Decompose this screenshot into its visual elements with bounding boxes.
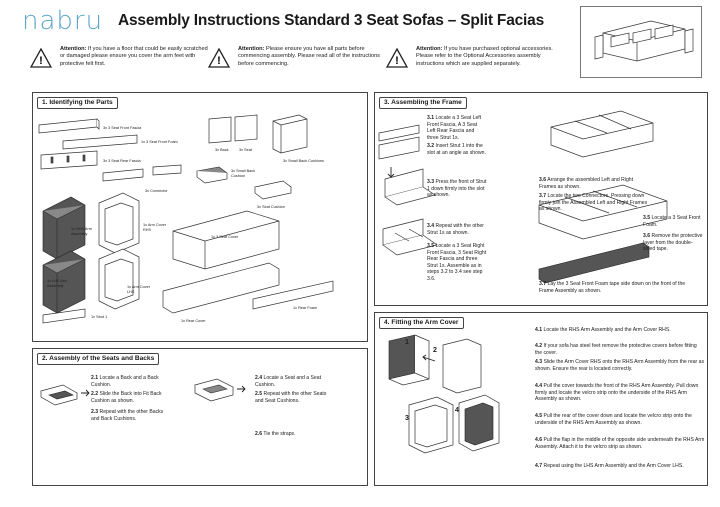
part-label: 3x Seat Cushion: [257, 205, 285, 209]
part-label: 3x Small Back Cushions: [283, 159, 324, 163]
step-3-1: 3.1 Locate a 3 Seat Left Front Fascia, A…: [427, 115, 482, 141]
warning-floor: ! Attention: If you have a floor that co…: [30, 46, 210, 86]
section-title: 4. Fitting the Arm Cover: [379, 317, 464, 329]
section-seats-backs: 2. Assembly of the Seats and Backs 2.1 L…: [32, 348, 368, 486]
callout-1: 1: [405, 339, 409, 346]
part-label: 1x Arm Cover LHS: [127, 285, 150, 294]
warning-text: Please ensure you have all parts before …: [238, 46, 380, 67]
step-2-4: 2.4 Locate a Seat and a Seat Cushion.: [255, 375, 322, 388]
step-3-7b: 3.7 Lay the 3 Seat Front Foam tape side …: [539, 281, 686, 294]
step-4-5: 4.5 Pull the rear of the cover down and …: [535, 413, 692, 426]
warning-triangle-icon: !: [386, 48, 408, 68]
parts-illustration: [38, 114, 334, 324]
svg-text:!: !: [217, 55, 221, 67]
nabru-logo: nabru: [22, 6, 104, 36]
section-assembling-frame: 3. Assembling the Frame 3.1 Locate a 3 S…: [374, 92, 708, 306]
arm-cover-illustration: [388, 334, 500, 454]
part-label: 3x Seat: [239, 148, 252, 152]
step-2-1: 2.1 Locate a Back and a Back Cushion.: [91, 375, 159, 388]
warning-label: Attention:: [238, 46, 265, 52]
step-3-2: 3.2 Insert Strut 1 into the slot at an a…: [427, 143, 486, 156]
step-3-6b: 3.6 Remove the protective layer from the…: [643, 233, 703, 253]
part-label: 3x Small Back Cushion: [231, 169, 256, 178]
warning-triangle-icon: !: [30, 48, 52, 68]
part-label: 1x Rear Cover: [181, 319, 206, 323]
part-label: 3x 3 Seat Rear Fascia: [103, 159, 141, 163]
seats-backs-illustration: [40, 378, 246, 406]
part-label: 1x Strut 1: [91, 315, 108, 319]
step-3-5: 3.5 Locate a 3 Seat Right Front Fascia, …: [427, 243, 487, 282]
warning-text: If you have purchased optional accessori…: [416, 46, 553, 67]
warning-text: If you have a floor that could be easily…: [60, 46, 208, 67]
step-4-6: 4.6 Pull the flap in the middle of the o…: [535, 437, 705, 450]
step-3-3: 3.3 Press the front of Strut 1 down firm…: [427, 179, 487, 199]
step-3-6: 3.6 Arrange the assembled Left and Right…: [539, 177, 634, 190]
section-title: 3. Assembling the Frame: [379, 97, 467, 109]
callout-2: 2: [433, 347, 437, 354]
part-label: 1x Arm Cover RHS: [143, 223, 166, 232]
sofa-thumbnail: [580, 6, 702, 78]
step-3-4: 3.4 Repeat with the other Strut 1s as sh…: [427, 223, 484, 236]
page-title: Assembly Instructions Standard 3 Seat So…: [118, 12, 544, 29]
step-3-5b: 3.5 Locate a 3 Seat Front Foam.: [643, 215, 701, 228]
step-4-2: 4.2 If your sofa has steel feet remove t…: [535, 343, 697, 356]
part-label: 1x LHS Arm Assembly: [47, 279, 68, 288]
part-label: 1x 3 Seat Cover: [211, 235, 239, 239]
step-4-7: 4.7 Repeat using the LHS Arm Assembly an…: [535, 463, 684, 469]
warning-triangle-icon: !: [208, 48, 230, 68]
step-3-7: 3.7 Locate the two Connectors. Pressing …: [539, 193, 648, 213]
section-arm-cover: 4. Fitting the Arm Cover 1 2 3 4 4.1 Loc…: [374, 312, 708, 486]
step-2-6: 2.6 Tie the straps.: [255, 431, 296, 437]
step-2-2: 2.2 Slide the Back into Fit Back Cushion…: [91, 391, 162, 404]
section-title: 2. Assembly of the Seats and Backs: [37, 353, 160, 365]
warning-accessories: ! Attention: If you have purchased optio…: [386, 46, 566, 86]
section-title: 1. Identifying the Parts: [37, 97, 118, 109]
warning-label: Attention:: [60, 46, 87, 52]
section-identifying-parts: 1. Identifying the Parts: [32, 92, 368, 342]
warning-parts: ! Attention: Please ensure you have all …: [208, 46, 388, 86]
part-label: 3x Back: [215, 148, 229, 152]
part-label: 1x Rear Foam: [293, 306, 318, 310]
step-2-3: 2.3 Repeat with the other Backs and Back…: [91, 409, 164, 422]
part-label: 3x Connector: [145, 189, 168, 193]
svg-text:!: !: [395, 55, 399, 67]
step-4-1: 4.1 Locate the RHS Arm Assembly and the …: [535, 327, 671, 333]
warning-label: Attention:: [416, 46, 443, 52]
svg-text:!: !: [39, 55, 43, 67]
frame-illustration: [378, 110, 668, 284]
step-4-3: 4.3 Slide the Arm Cover RHS onto the RHS…: [535, 359, 705, 372]
part-label: 3x 3 Seat Front Fascia: [103, 126, 142, 130]
callout-3: 3: [405, 415, 409, 422]
part-label: 1x 3 Seat Front Foam: [141, 140, 178, 144]
callout-4: 4: [455, 407, 459, 414]
part-label: 1x RHS Arm Assembly: [71, 227, 92, 236]
step-4-4: 4.4 Pull the cover towards the front of …: [535, 383, 699, 403]
step-2-5: 2.5 Repeat with the other Seats and Seat…: [255, 391, 327, 404]
